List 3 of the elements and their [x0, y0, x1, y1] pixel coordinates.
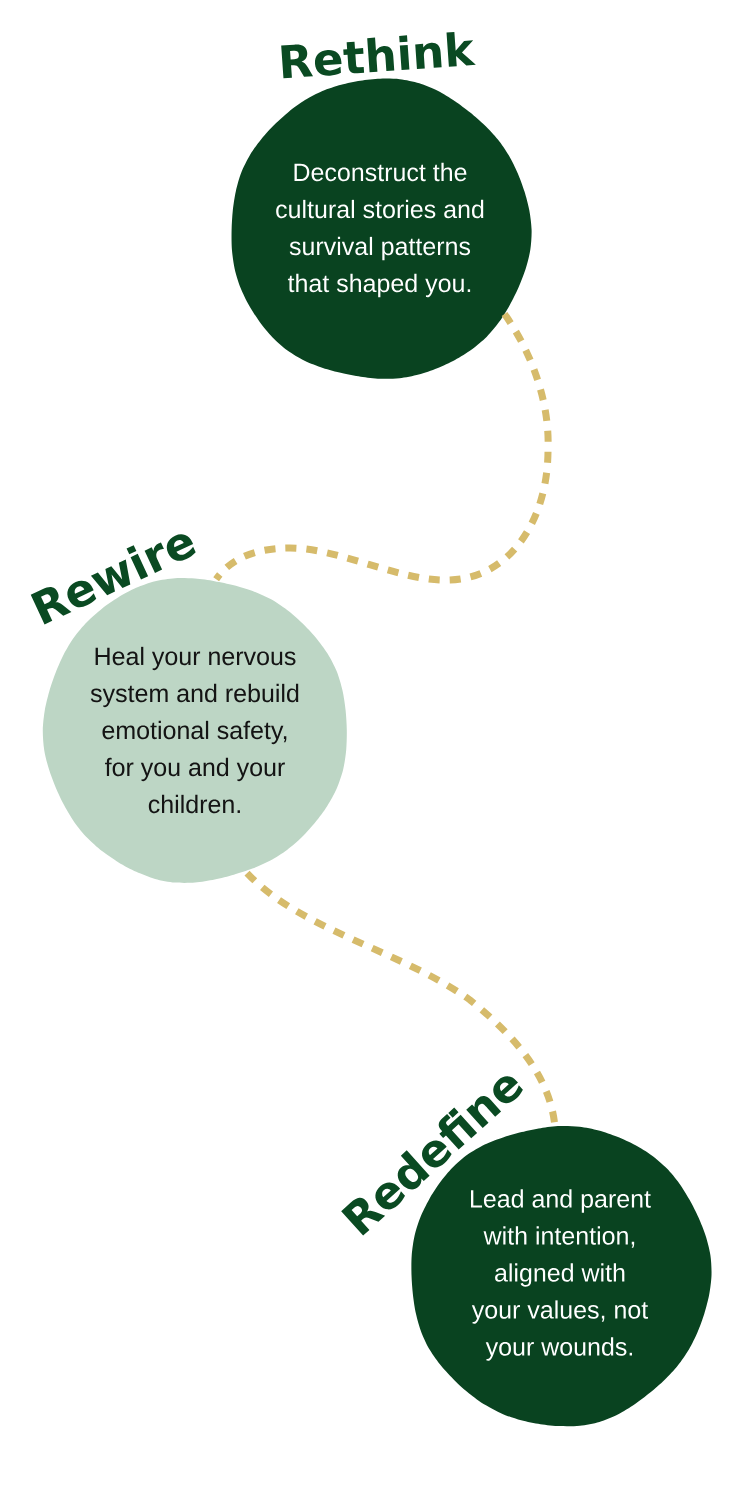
- dashed-connector: [244, 870, 559, 1126]
- step-title: Rethink: [281, 32, 476, 79]
- dashed-connector: [213, 312, 552, 584]
